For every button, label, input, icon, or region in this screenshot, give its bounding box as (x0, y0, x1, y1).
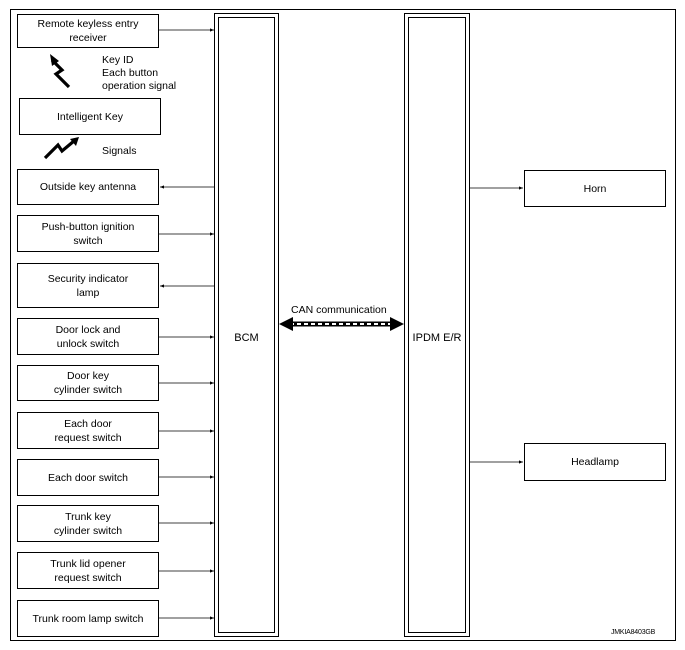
outer-frame (10, 9, 676, 641)
trunk-key-cylinder-switch-box: Trunk key cylinder switch (17, 505, 159, 542)
push-button-ignition-switch-box: Push-button ignition switch (17, 215, 159, 252)
key-id-signal-label: Key ID Each button operation signal (102, 54, 177, 92)
remote-keyless-entry-receiver-box: Remote keyless entry receiver (17, 14, 159, 48)
security-indicator-lamp-box: Security indicator lamp (17, 263, 159, 308)
headlamp-box: Headlamp (524, 443, 666, 481)
intelligent-key-box: Intelligent Key (19, 98, 161, 135)
bcm-inner-frame (218, 17, 275, 633)
ipdm-er-unit: IPDM E/R (404, 13, 470, 637)
wireless-key-id-icon (50, 54, 71, 89)
wireless-signals-icon (43, 137, 79, 160)
each-door-request-switch-box: Each door request switch (17, 412, 159, 449)
bcm-label: BCM (234, 332, 259, 344)
trunk-room-lamp-switch-box: Trunk room lamp switch (17, 600, 159, 637)
door-key-cylinder-switch-box: Door key cylinder switch (17, 365, 159, 401)
can-communication-arrow (279, 317, 404, 331)
signals-label: Signals (102, 145, 137, 157)
ipdm-inner-frame (408, 17, 466, 633)
outside-key-antenna-box: Outside key antenna (17, 169, 159, 205)
trunk-lid-opener-request-switch-box: Trunk lid opener request switch (17, 552, 159, 589)
horn-box: Horn (524, 170, 666, 207)
can-communication-label: CAN communication (291, 304, 387, 316)
ipdm-er-label: IPDM E/R (412, 332, 462, 344)
door-lock-unlock-switch-box: Door lock and unlock switch (17, 318, 159, 355)
figure-code: JMKIA8403GB (611, 629, 656, 636)
bcm-unit: BCM (214, 13, 279, 637)
each-door-switch-box: Each door switch (17, 459, 159, 496)
